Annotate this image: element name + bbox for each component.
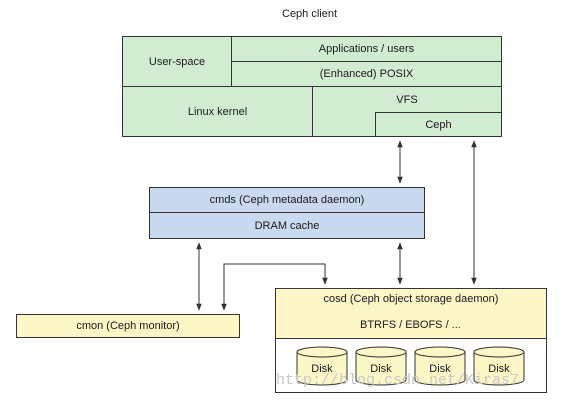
disk-3: Disk <box>414 346 466 386</box>
kernel-filler <box>312 112 376 137</box>
applications-label: Applications / users <box>318 43 415 55</box>
btrfs-label: BTRFS / EBOFS / ... <box>360 319 461 331</box>
disk-3-label: Disk <box>429 363 451 375</box>
ceph-module-label: Ceph <box>425 118 452 131</box>
linux-kernel-label: Linux kernel <box>187 105 248 118</box>
linux-kernel-box: Linux kernel <box>122 86 313 137</box>
disk-2-label: Disk <box>370 363 392 375</box>
cosd-label: cosd (Ceph object storage daemon) <box>323 293 499 305</box>
ceph-module-box: Ceph <box>375 112 502 137</box>
ceph-client-title: Ceph client <box>282 8 338 20</box>
cmds-label: cmds (Ceph metadata daemon) <box>209 194 365 206</box>
disk-1-label: Disk <box>311 363 333 375</box>
dram-cache-box: DRAM cache <box>149 212 425 239</box>
dram-cache-label: DRAM cache <box>254 219 320 232</box>
watermark: http://blog.csdn.net/Kiras7 <box>276 372 520 389</box>
disk-2: Disk <box>355 346 407 386</box>
applications-box: Applications / users <box>231 36 502 62</box>
posix-label: (Enhanced) POSIX <box>319 68 414 80</box>
user-space-label: User-space <box>148 55 206 68</box>
cmon-box: cmon (Ceph monitor) <box>16 314 240 338</box>
disk-4-label: Disk <box>488 363 510 375</box>
cmon-cosd-arrow <box>221 263 328 311</box>
disk-4: Disk <box>473 346 525 386</box>
vfs-label: VFS <box>396 93 418 106</box>
cmon-label: cmon (Ceph monitor) <box>76 320 180 332</box>
disk-1: Disk <box>296 346 348 386</box>
